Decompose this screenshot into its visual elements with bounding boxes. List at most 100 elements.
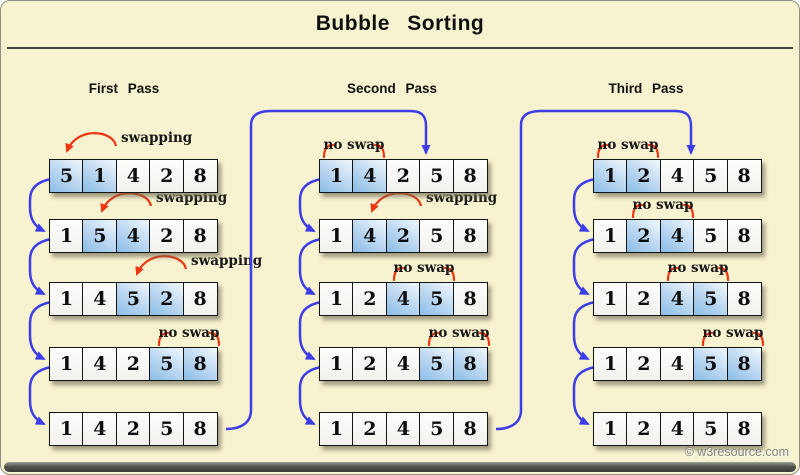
array-cell-highlighted: 4 [352,159,388,193]
no-swap-label: no swap [394,260,455,276]
array-cell-highlighted: 8 [726,347,762,381]
watermark: © w3resource.com [684,445,789,459]
array-cell-highlighted: 4 [659,219,695,253]
no-swap-bracket-left [427,331,440,347]
no-swap-bracket-right [478,331,491,347]
array-cell: 5 [419,412,455,446]
pass-connector-arrow [225,109,431,431]
array-cell-highlighted: 8 [182,347,218,381]
array-cell: 2 [115,412,151,446]
no-swap-bracket-left [701,331,714,347]
array-cell: 8 [452,159,488,193]
no-swap-bracket-right [682,203,695,219]
array-cell-highlighted: 5 [419,347,455,381]
array-cell-highlighted: 1 [319,159,354,193]
array-cell: 2 [385,159,421,193]
flow-arrow [28,237,52,296]
array-cell: 4 [659,159,695,193]
array-cell-highlighted: 5 [693,282,729,316]
no-swap-bracket-right [373,143,386,159]
no-swap-bracket-left [157,331,170,347]
pass-header-third: Third Pass [608,81,684,96]
swap-arrow [100,192,153,213]
bottom-bar [4,462,796,472]
swap-label: swapping [426,190,498,206]
swap-label: swapping [191,253,263,269]
array-cell: 2 [626,347,662,381]
array-cell: 4 [385,412,421,446]
array-cell: 2 [352,412,388,446]
array-cell: 5 [419,219,455,253]
array-cell-highlighted: 1 [82,159,118,193]
array-cell: 4 [659,347,695,381]
no-swap-label: no swap [598,137,659,153]
array-cell: 8 [182,159,218,193]
array-cell: 1 [593,219,628,253]
flow-arrow [298,177,322,233]
pass-header-first: First Pass [88,81,160,96]
array-cell-highlighted: 2 [626,219,662,253]
array-cell: 8 [726,282,762,316]
no-swap-label: no swap [159,325,220,341]
flow-arrow [28,300,52,361]
array-cell-highlighted: 5 [82,219,118,253]
no-swap-label: no swap [703,325,764,341]
flow-arrow [28,177,52,233]
array-cell: 4 [82,347,118,381]
array-cell: 2 [626,282,662,316]
swap-arrow [370,192,423,213]
array-cell-highlighted: 1 [593,159,628,193]
array-cell: 2 [626,412,662,446]
array-cell: 1 [49,282,84,316]
array-cell: 5 [419,159,455,193]
no-swap-bracket-left [322,143,335,159]
no-swap-label: no swap [429,325,490,341]
flow-arrow [298,300,322,361]
flow-arrow [572,365,596,426]
array-cell: 8 [452,412,488,446]
no-swap-bracket-left [596,143,609,159]
array-cell: 1 [593,282,628,316]
array-cell-highlighted: 4 [385,282,421,316]
no-swap-bracket-right [752,331,765,347]
array-cell-highlighted: 4 [115,219,151,253]
array-cell: 4 [82,282,118,316]
array-cell: 1 [593,412,628,446]
no-swap-bracket-left [392,266,405,282]
array-cell-highlighted: 5 [419,282,455,316]
no-swap-bracket-right [647,143,660,159]
flow-arrow [572,177,596,233]
no-swap-label: no swap [633,197,694,213]
no-swap-bracket-right [443,266,456,282]
array-cell: 5 [693,219,729,253]
array-cell: 2 [149,159,185,193]
array-cell: 1 [319,412,354,446]
no-swap-bracket-left [666,266,679,282]
array-cell-highlighted: 2 [626,159,662,193]
swap-label: swapping [121,130,193,146]
array-cell: 2 [149,219,185,253]
array-cell: 1 [319,282,354,316]
array-cell: 4 [659,412,695,446]
array-cell: 4 [82,412,118,446]
array-cell: 8 [452,282,488,316]
no-swap-label: no swap [668,260,729,276]
no-swap-bracket-right [208,331,221,347]
array-cell: 1 [593,347,628,381]
title-separator-line [7,47,793,49]
array-cell-highlighted: 5 [49,159,84,193]
flow-arrow [298,365,322,426]
array-cell: 8 [726,219,762,253]
array-cell: 2 [115,347,151,381]
